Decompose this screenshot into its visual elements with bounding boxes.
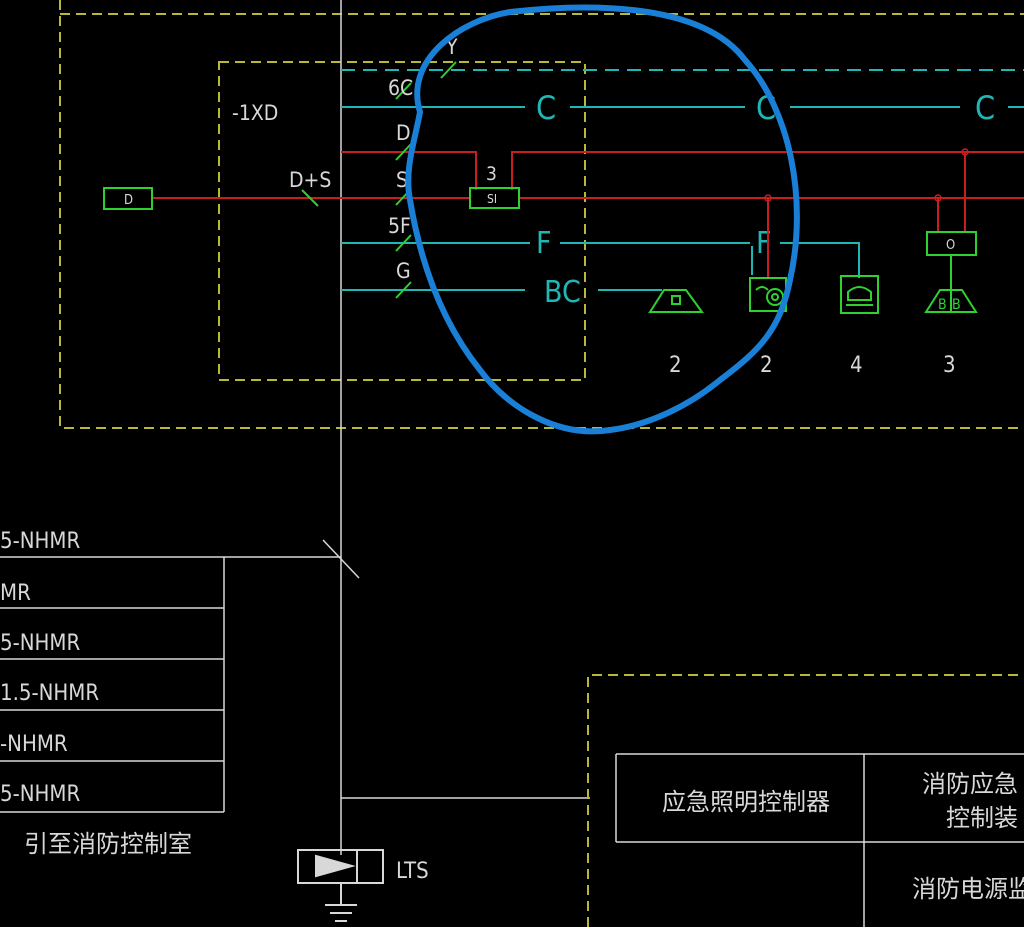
si-module-label: SI [487, 192, 497, 206]
cable-destination: 引至消防控制室 [24, 830, 192, 858]
c-bus-label-1: C [536, 89, 556, 127]
module-box-label: -1XD [232, 101, 278, 125]
wire-label-3: 3 [486, 163, 497, 185]
device-count-3: 4 [850, 353, 863, 378]
module-box [218, 61, 586, 381]
f-bus-label-2: F [756, 226, 772, 261]
wire-label-6c: 6C [388, 76, 413, 100]
s-wire [511, 151, 1024, 190]
input-device-label: D [124, 193, 133, 208]
c-bus-label-3: C [975, 89, 995, 127]
svg-text:B: B [952, 297, 961, 313]
lts-device [297, 849, 384, 922]
device-count-4: 3 [943, 353, 956, 378]
cable-6: 5-NHMR [0, 782, 81, 807]
speaker-icon [648, 289, 704, 313]
lower-frame [587, 674, 1024, 927]
control-table [615, 753, 1024, 927]
cable-3: 5-NHMR [0, 631, 81, 656]
cable-schedule [0, 539, 360, 813]
table-cell-emergency-lighting-controller: 应急照明控制器 [662, 788, 830, 816]
svg-text:B: B [938, 297, 947, 313]
si-module [469, 187, 520, 209]
cable-5: -NHMR [0, 732, 68, 757]
bc-bus-label: BC [544, 275, 581, 310]
table-cell-fire-power-monitor: 消防电源监 [912, 875, 1024, 903]
annotation-circle [405, 4, 800, 435]
device-count-2: 2 [760, 353, 773, 378]
input-device-d [103, 187, 153, 210]
cable-1: 5-NHMR [0, 529, 81, 554]
fire-telephone-icon [840, 275, 879, 314]
wire-label-5f: 5F [388, 214, 411, 238]
table-cell-fire-emergency-line2: 控制装 [946, 804, 1018, 832]
wire-ticks [395, 61, 457, 299]
wire-label-s: S [396, 168, 408, 192]
wire-label-g: G [396, 259, 411, 283]
f-bus-label-1: F [536, 226, 552, 261]
device-count-1: 2 [669, 353, 682, 378]
wire-label-d: D [396, 121, 411, 145]
lts-label: LTS [396, 859, 429, 884]
cable-2: MR [0, 581, 31, 606]
table-cell-fire-emergency-line1: 消防应急 [922, 770, 1018, 798]
outer-frame [59, 0, 1024, 429]
wire-label-ds: D+S [289, 168, 331, 192]
fire-door-release-icon: B B [924, 289, 978, 313]
cable-4: 1.5-NHMR [0, 681, 99, 706]
d-wire [341, 151, 477, 190]
output-module-label: O [946, 238, 955, 253]
